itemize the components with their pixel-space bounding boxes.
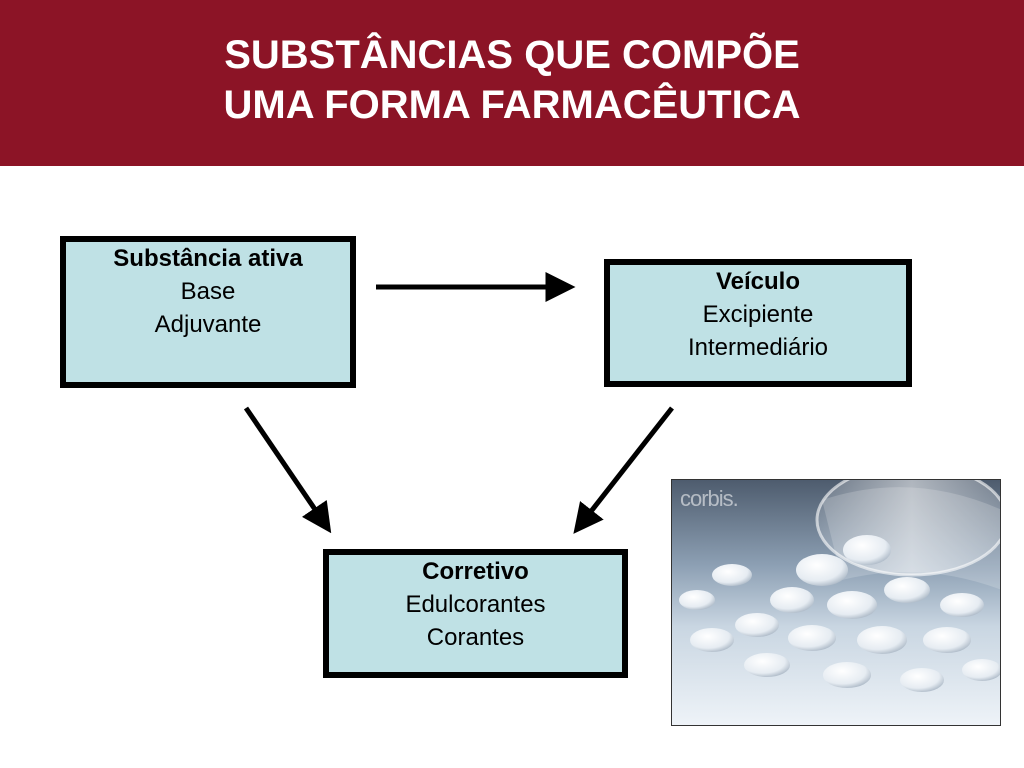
corrective-item-sweeteners: Edulcorantes — [405, 591, 546, 618]
pills-group — [679, 535, 1000, 692]
pills-photo: corbis. — [671, 479, 1001, 726]
active-substance-box: Substância ativa Base Adjuvante — [60, 236, 356, 388]
title-banner: SUBSTÂNCIAS QUE COMPÕE UMA FORMA FARMACÊ… — [0, 0, 1024, 166]
corrective-heading: Corretivo — [422, 558, 529, 585]
corrective-item-colorants: Corantes — [426, 624, 525, 651]
corbis-watermark: corbis. — [680, 486, 739, 511]
slide-title: SUBSTÂNCIAS QUE COMPÕE UMA FORMA FARMACÊ… — [0, 30, 1024, 130]
arrow-vehicle-to-corrective — [573, 406, 674, 534]
slide-title-line-1: SUBSTÂNCIAS QUE COMPÕE — [224, 33, 800, 77]
active-substance-item-base: Base — [180, 278, 236, 305]
pills-illustration — [679, 480, 1000, 692]
slide-title-line-2: UMA FORMA FARMACÊUTICA — [223, 83, 801, 127]
active-substance-heading: Substância ativa — [113, 245, 303, 272]
corrective-box: Corretivo Edulcorantes Corantes — [323, 549, 628, 678]
vehicle-item-excipient: Excipiente — [702, 301, 814, 328]
arrow-active-to-corrective — [243, 406, 332, 534]
vehicle-heading: Veículo — [715, 268, 801, 295]
vehicle-item-intermediary: Intermediário — [687, 334, 829, 361]
active-substance-item-adjuvant: Adjuvante — [154, 311, 262, 338]
vehicle-box: Veículo Excipiente Intermediário — [604, 259, 912, 387]
